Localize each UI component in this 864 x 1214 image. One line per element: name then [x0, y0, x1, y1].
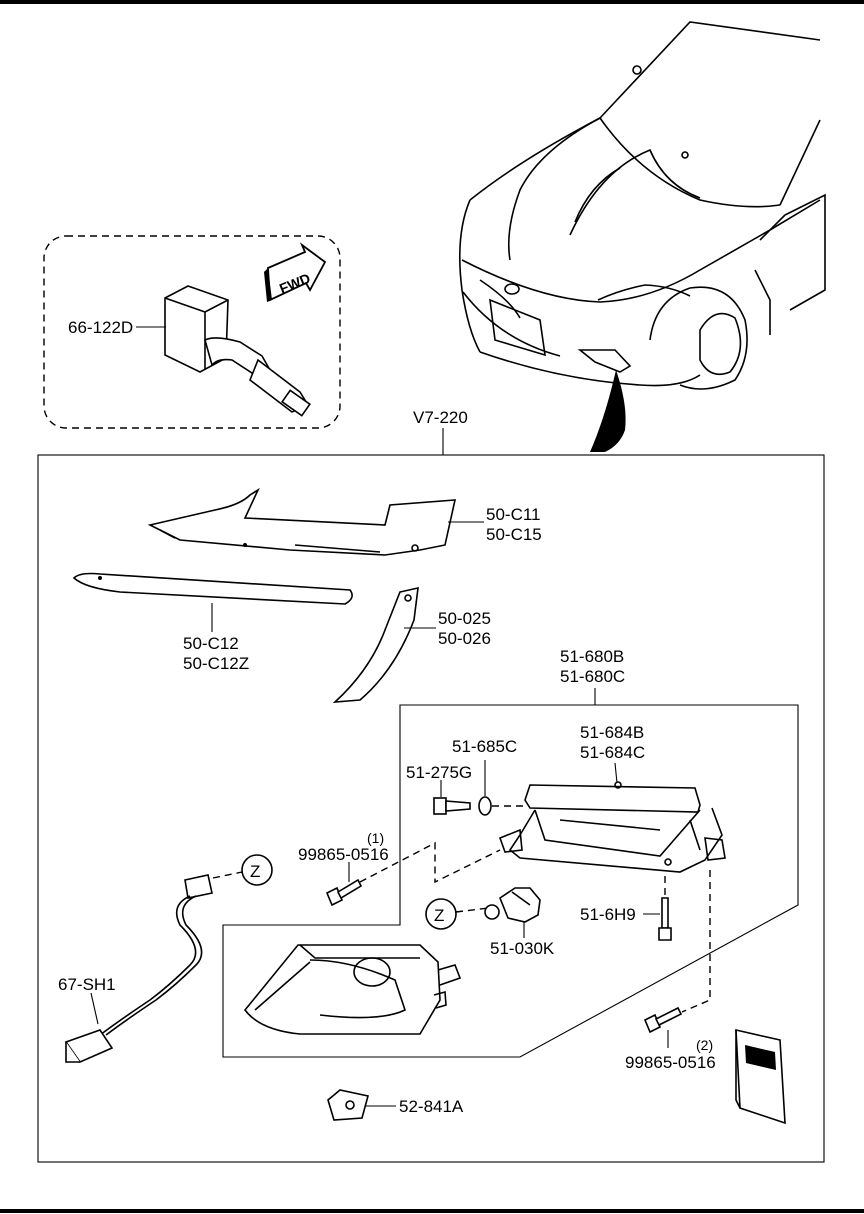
sub-frame	[222, 704, 799, 1058]
label-side-trim-2: 50-026	[438, 629, 491, 648]
car-front-illustration	[458, 21, 826, 452]
label-lower-strip-2: 50-C12Z	[183, 654, 249, 673]
bracket-part	[498, 781, 726, 873]
label-upper-trim-2: 50-C15	[486, 525, 542, 544]
wire-harness-part	[64, 874, 213, 1063]
long-bolt-part	[658, 897, 672, 941]
label-lower-strip-1: 50-C12	[183, 634, 239, 653]
marker-z-1: Z	[250, 862, 260, 881]
lower-strip-part	[72, 572, 353, 605]
screw-1-part	[325, 878, 363, 907]
group-label: V7-220	[413, 408, 468, 427]
main-frame	[37, 454, 825, 1163]
label-washer: 51-685C	[452, 737, 517, 756]
connector-marker-lower: Z	[425, 898, 457, 930]
inset-part-label: 66-122D	[68, 318, 133, 337]
label-screw-1: 99865-0516	[298, 845, 389, 864]
label-screw-1-note: (1)	[367, 830, 384, 846]
connector-marker-upper: Z	[241, 854, 273, 886]
label-screw-2: 99865-0516	[625, 1053, 716, 1072]
label-long-bolt: 51-6H9	[580, 905, 636, 924]
small-bolt-part	[433, 797, 471, 815]
clip-part	[327, 1089, 369, 1121]
screw-2-part	[643, 1006, 683, 1034]
label-upper-trim-1: 50-C11	[486, 505, 541, 524]
label-bracket-2: 51-684C	[580, 743, 645, 762]
label-sub-group-1: 51-680B	[560, 647, 624, 666]
label-side-trim-1: 50-025	[438, 609, 491, 628]
marker-z-2: Z	[434, 906, 444, 925]
inset-box: FWD 66-122D	[43, 235, 341, 429]
bulb-part	[484, 887, 541, 923]
lamp-body-part	[243, 944, 462, 1035]
instruction-booklet-icon	[735, 1028, 786, 1125]
washer-part	[478, 796, 492, 816]
label-small-bolt: 51-275G	[406, 763, 472, 782]
upper-trim-part	[147, 487, 457, 556]
inset-border	[43, 235, 341, 429]
label-sub-group-2: 51-680C	[560, 667, 625, 686]
label-bracket-1: 51-684B	[580, 723, 644, 742]
label-clip: 52-841A	[399, 1097, 464, 1116]
side-trim-part	[332, 586, 419, 703]
combination-switch-drawing	[164, 285, 311, 417]
label-bulb: 51-030K	[490, 939, 555, 958]
label-screw-2-note: (2)	[696, 1037, 713, 1053]
fwd-arrow-icon: FWD	[264, 242, 327, 302]
label-harness: 67-SH1	[58, 975, 116, 994]
